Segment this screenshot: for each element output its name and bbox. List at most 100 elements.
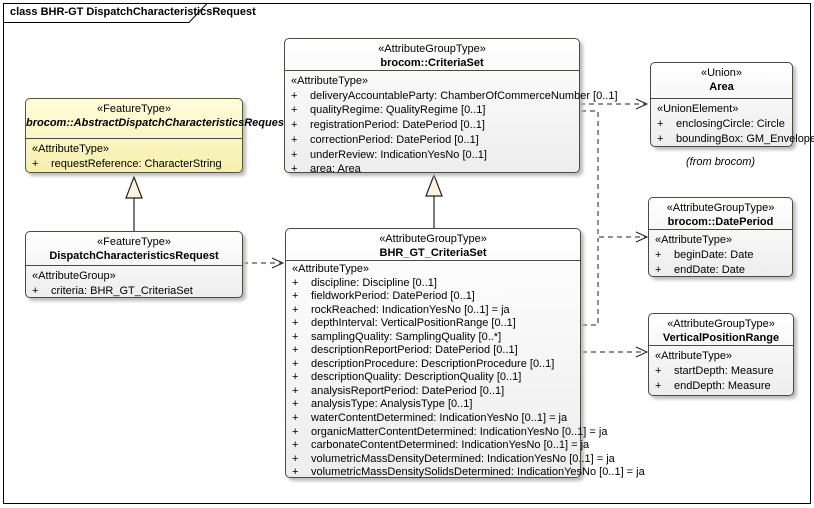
- class-stereotype: «AttributeGroupType»: [667, 318, 775, 330]
- attribute-text: beginDate: Date: [674, 249, 754, 261]
- visibility-symbol: +: [292, 276, 299, 289]
- attribute-row: + depthInterval: VerticalPositionRange [0…: [292, 317, 578, 331]
- class-box-abstract-dispatch-characteristics-request[interactable]: «FeatureType» brocom::AbstractDispatchCh…: [25, 98, 288, 174]
- attribute-row: +volumetricMassDensityDetermined: Indica…: [292, 452, 615, 467]
- attribute-row: +volumetricMassDensitySolidsDetermined: …: [292, 466, 645, 480]
- attribute-row: +descriptionProcedure: DescriptionProced…: [292, 358, 578, 372]
- class-stereotype: «FeatureType»: [97, 103, 171, 115]
- class-name: VerticalPositionRange: [662, 332, 780, 344]
- visibility-symbol: +: [32, 158, 39, 170]
- class-header: «FeatureType» DispatchCharacteristicsReq…: [26, 232, 242, 266]
- attribute-row: +fieldworkPeriod: DatePeriod [0..1]: [292, 290, 578, 304]
- attribute-row: + deliveryAccountableParty: ChamberOfComm…: [291, 89, 618, 104]
- attributes-compartment: «AttributeType» +startDepth: Measure +en…: [649, 346, 793, 396]
- attribute-text: rockReached: IndicationYesNo [0..1] = ja: [311, 303, 510, 316]
- attribute-text: deliveryAccountableParty: ChamberOfComme…: [310, 89, 618, 102]
- visibility-symbol: +: [655, 380, 662, 392]
- attribute-text: analysisReportPeriod: DatePeriod [0..1]: [311, 384, 505, 397]
- visibility-symbol: +: [655, 249, 662, 261]
- diagram-title-tab: [3, 3, 209, 23]
- attribute-text: area: Area: [310, 163, 361, 176]
- attribute-row: +organicMatterContentDetermined: Indicat…: [292, 426, 607, 440]
- visibility-symbol: +: [655, 264, 662, 276]
- visibility-symbol: +: [292, 317, 299, 330]
- attribute-text: volumetricMassDensitySolidsDetermined: I…: [311, 466, 645, 479]
- attribute-row: +descriptionQuality: DescriptionQuality …: [292, 371, 578, 385]
- attribute-row: +analysisType: AnalysisType [0..1]: [292, 398, 578, 412]
- visibility-symbol: +: [292, 303, 299, 316]
- visibility-symbol: +: [292, 412, 299, 425]
- visibility-symbol: +: [292, 371, 299, 384]
- dependency-arrow-bhrgt-to-dateperiod: [582, 238, 599, 326]
- class-header: «Union» Area: [651, 63, 792, 99]
- attribute-row: + descriptionReportPeriod: DatePeriod [0.…: [292, 344, 578, 358]
- dependency-arrow-criteriaset-to-dateperiod: [581, 110, 649, 243]
- visibility-symbol: +: [292, 452, 299, 465]
- attributes-compartment: «AttributeType» +discipline: Discipline …: [286, 261, 645, 482]
- section-stereotype: «UnionElement»: [657, 103, 739, 115]
- attributes-compartment: «AttributeType» +beginDate: Date +endDat…: [649, 230, 792, 280]
- attribute-row: +correctionPeriod: DatePeriod [0..1]: [291, 133, 577, 148]
- generalization-arrow-bhrgt-to-criteriaset: [425, 173, 443, 228]
- attribute-text: criteria: BHR_GT_CriteriaSet: [51, 285, 193, 297]
- visibility-symbol: +: [292, 330, 299, 343]
- section-stereotype: «AttributeType»: [292, 263, 370, 275]
- attribute-text: samplingQuality: SamplingQuality [0..*]: [311, 330, 502, 343]
- attribute-row: + requestReference: CharacterString: [32, 157, 240, 172]
- class-stereotype: «AttributeGroupType»: [378, 43, 486, 55]
- attributes-compartment: «AttributeType» + requestReference: Char…: [26, 139, 242, 174]
- visibility-symbol: +: [291, 148, 298, 161]
- dependency-arrow-dispatch-to-bhrgt: [243, 257, 285, 269]
- class-header: «AttributeGroupType» VerticalPositionRan…: [649, 314, 793, 346]
- class-name: DispatchCharacteristicsRequest: [49, 250, 219, 262]
- class-box-area[interactable]: «Union» Area «UnionElement» +enclosingCi…: [650, 62, 814, 149]
- class-box-brocom-dateperiod[interactable]: «AttributeGroupType» brocom::DatePeriod …: [648, 197, 793, 277]
- class-header: «FeatureType» brocom::AbstractDispatchCh…: [26, 99, 288, 139]
- class-stereotype: «AttributeGroupType»: [379, 233, 487, 245]
- attribute-text: descriptionReportPeriod: DatePeriod [0..…: [311, 344, 518, 357]
- attributes-compartment: «AttributeGroup» + criteria: BHR_GT_Crit…: [26, 266, 242, 301]
- attribute-row: +underReview: IndicationYesNo [0..1]: [291, 148, 577, 163]
- class-box-dispatch-characteristics-request[interactable]: «FeatureType» DispatchCharacteristicsReq…: [25, 231, 243, 298]
- diagram-frame: [3, 3, 811, 504]
- visibility-symbol: +: [291, 163, 298, 176]
- attribute-row: +registrationPeriod: DatePeriod [0..1]: [291, 118, 577, 133]
- visibility-symbol: +: [657, 133, 664, 145]
- attribute-row: +boundingBox: GM_Envelope: [657, 132, 814, 147]
- class-name: brocom::AbstractDispatchCharacteristicsR…: [26, 117, 288, 129]
- class-name: brocom::DatePeriod: [667, 216, 774, 228]
- attribute-text: waterContentDetermined: IndicationYesNo …: [311, 412, 568, 425]
- class-name: Area: [709, 81, 734, 93]
- class-box-vertical-position-range[interactable]: «AttributeGroupType» VerticalPositionRan…: [648, 313, 794, 396]
- area-package-note: (from brocom): [685, 156, 756, 168]
- attribute-row: +startDepth: Measure: [655, 364, 791, 379]
- class-box-brocom-criteriaset[interactable]: «AttributeGroupType» brocom::CriteriaSet…: [284, 38, 618, 175]
- attribute-text: correctionPeriod: DatePeriod [0..1]: [310, 133, 479, 146]
- visibility-symbol: +: [291, 89, 298, 102]
- visibility-symbol: +: [292, 384, 299, 397]
- visibility-symbol: +: [292, 344, 299, 357]
- attribute-row: + beginDate: Date: [655, 248, 790, 263]
- attribute-row: +endDepth: Measure: [655, 379, 791, 394]
- class-header: «AttributeGroupType» BHR_GT_CriteriaSet: [286, 229, 580, 261]
- class-box-bhr-gt-criteriaset[interactable]: «AttributeGroupType» BHR_GT_CriteriaSet …: [285, 228, 645, 478]
- section-stereotype: «AttributeType»: [291, 75, 369, 87]
- section-stereotype: «AttributeType»: [32, 143, 110, 155]
- class-stereotype: «Union»: [701, 67, 742, 79]
- attribute-text: fieldworkPeriod: DatePeriod [0..1]: [311, 290, 475, 303]
- class-header: «AttributeGroupType» brocom::DatePeriod: [649, 198, 792, 230]
- visibility-symbol: +: [292, 398, 299, 411]
- class-name: brocom::CriteriaSet: [380, 57, 484, 69]
- attribute-row: +discipline: Discipline [0..1]: [292, 277, 578, 291]
- attributes-compartment: «AttributeType» + deliveryAccountablePart…: [285, 71, 618, 179]
- attributes-compartment: «UnionElement» +enclosingCircle: Circle …: [651, 99, 814, 149]
- visibility-symbol: +: [291, 104, 298, 117]
- attribute-row: + waterContentDetermined: IndicationYesNo…: [292, 412, 578, 426]
- diagram-title: class BHR-GT DispatchCharacteristicsRequ…: [10, 6, 256, 18]
- dependency-arrow-bhrgt-to-verticalpositionrange: [582, 346, 649, 358]
- attribute-text: carbonateContentDetermined: IndicationYe…: [311, 439, 590, 452]
- attribute-text: startDepth: Measure: [674, 365, 774, 377]
- attribute-row: +enclosingCircle: Circle: [657, 117, 790, 132]
- attribute-text: depthInterval: VerticalPositionRange [0.…: [311, 317, 516, 330]
